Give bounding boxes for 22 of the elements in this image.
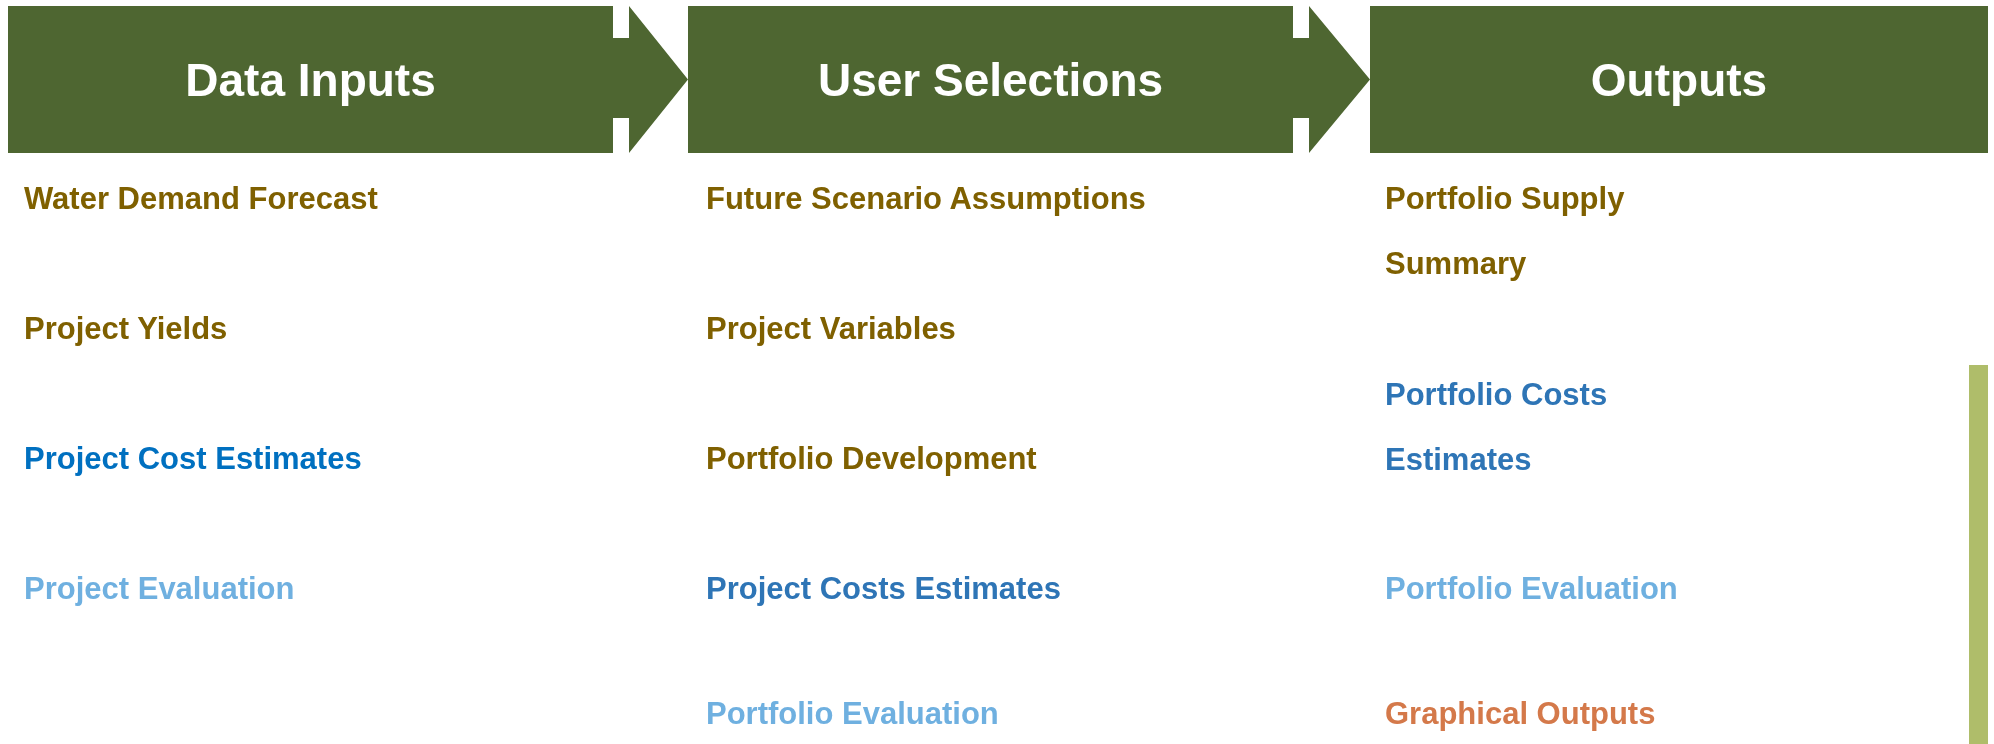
item-label: Portfolio Costs Estimates [1385,376,1609,479]
side-bar [1969,365,1988,744]
item-label: Portfolio Supply Summary [1385,180,1626,283]
item-label: Future Scenario Assumptions [706,180,1146,218]
item-label: Project Yields [24,310,228,348]
item-label: Portfolio Evaluation [1385,570,1678,608]
item-label: Project Evaluation [24,570,295,608]
item-label: Portfolio Evaluation [706,695,999,733]
item-label: Project Costs Estimates [706,570,1061,608]
item-label: Project Cost Estimates [24,440,362,478]
item-label: Project Variables [706,310,956,348]
item-label: Water Demand Forecast [24,180,378,218]
block-arrow [1293,6,1370,153]
item-label: Portfolio Development [706,440,1037,478]
header-banner [1370,6,1988,153]
header-banner [8,6,613,153]
header-text: Data Inputs [185,52,436,107]
header-banner [688,6,1293,153]
header-text: User Selections [817,52,1164,107]
header-text: Outputs [1590,52,1768,107]
block-arrow [613,6,688,153]
item-label: Graphical Outputs [1385,695,1656,733]
